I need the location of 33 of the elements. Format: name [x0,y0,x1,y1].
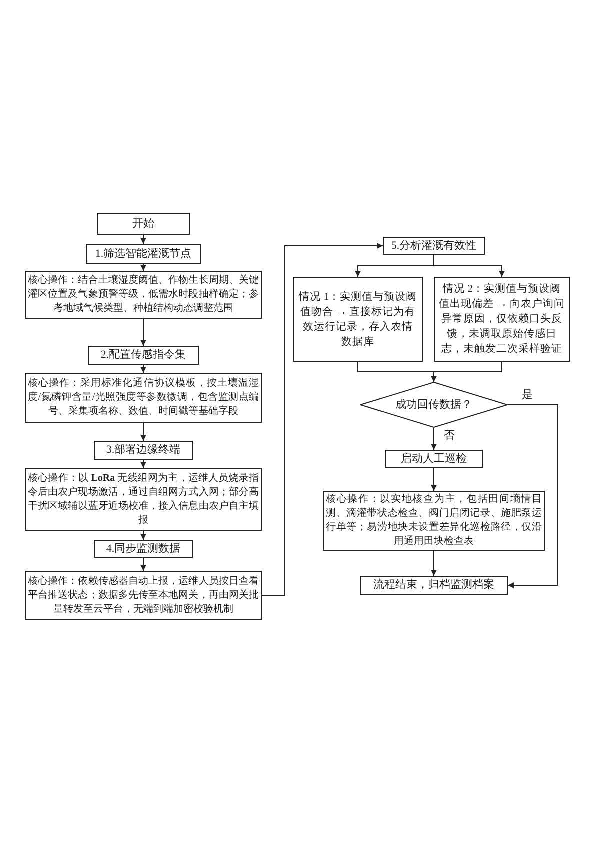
arrow [140,364,146,374]
arrow [434,254,505,278]
edge-label: 是 [521,389,534,402]
arrow [140,234,146,244]
start-box: 开始 [97,213,190,235]
description-box: 核心操作：结合土壤湿度阈值、作物生长周期、关键灌区位置及气象预警等级，低需水时段抽样确定；参考地域气候类型、种植结构动态调整范围 [25,271,262,319]
case-box: 情况 1：实测值与预设阈值吻合 → 直接标记为有效运行记录，存入农情数据库 [293,277,423,362]
arrow [431,428,437,450]
edge-label: 否 [443,430,456,443]
arrow [431,362,502,382]
description-box: 核心操作：以实地核查为主，包括田间墒情目测、滴灌带状态检查、阀门启闭记录、施肥泵运行单等；易涝地块未设置差异化巡检路径，仅沿用通用田块检查表 [323,491,545,551]
description-box: 核心操作：采用标准化通信协议模板，按土壤温湿度/氮磷钾含量/光照强度等参数微调，包含监测点编号、采集项名称、数值、时间戳等基础字段 [25,373,262,423]
arrow [431,468,437,492]
step-box: 5.分析灌溉有效性 [383,237,485,255]
arrow [140,530,146,540]
arrow [140,558,146,572]
step-box: 启动人工巡检 [385,450,483,468]
step-box: 3.部署边缘终端 [94,441,193,460]
arrow [140,460,146,468]
case-box: 情况 2：实测值与预设阈值出现偏差 → 向农户询问异常原因，仅依赖口头反馈，未调取原始传感日志，未触发二次采样验证 [434,277,570,362]
description-box: 核心操作：以 LoRa 无线组网为主，运维人员烧录指令后由农户现场激活，通过自组网方式入网；部分高干扰区域辅以蓝牙近场校准，接入信息由农户自主填报 [25,468,262,531]
step-box: 4.同步监测数据 [94,540,193,558]
description-box: 核心操作：依赖传感器自动上报，运维人员按日查看平台推送状态；数据多先传至本地网关，再由网关批量转发至云平台，无端到端加密校验机制 [25,571,262,620]
arrow [431,550,437,576]
arrow [262,243,384,596]
end-box: 流程结束，归档监测档案 [360,576,508,595]
step-box: 1.筛选智能灌溉节点 [86,244,201,264]
arrow [140,264,146,272]
arrow [140,318,146,346]
question-label: 成功回传数据？ [396,398,472,412]
arrow [140,422,146,442]
arrow [508,404,558,588]
step-box: 2.配置传感指令集 [88,346,199,365]
